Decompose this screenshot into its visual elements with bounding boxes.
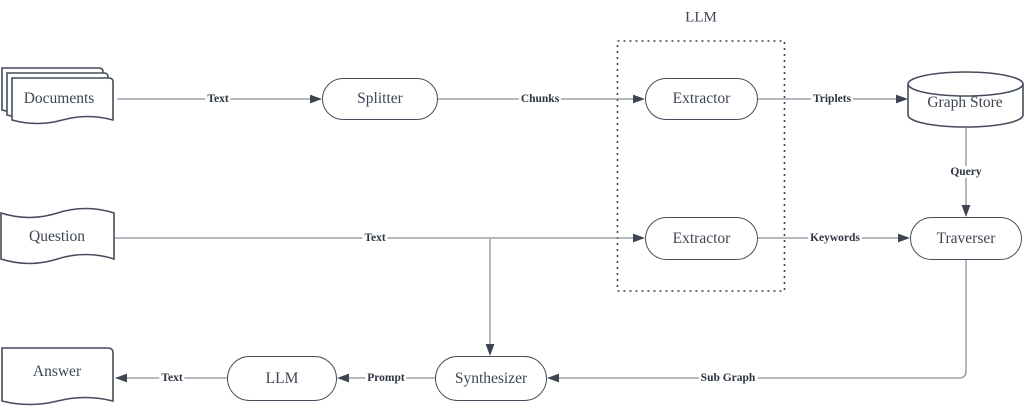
node-splitter-label: Splitter (357, 90, 403, 107)
edge-label-chunks: Chunks (518, 93, 562, 105)
edge-label-triplets: Triplets (810, 93, 854, 105)
node-answer-shape[interactable] (1, 347, 114, 406)
edge-label-text-top: Text (205, 93, 231, 105)
arrowhead-into-synthesizer-right (547, 373, 559, 383)
arrowhead-into-splitter (310, 94, 322, 104)
arrowhead-into-synthesizer-top (485, 344, 495, 356)
arrowhead-into-llm (337, 373, 349, 383)
node-synthesizer[interactable]: Synthesizer (435, 356, 547, 401)
node-synthesizer-label: Synthesizer (454, 369, 528, 387)
arrowhead-into-answer (115, 373, 127, 383)
node-answer-label: Answer (32, 363, 82, 380)
node-extractor-bottom[interactable]: Extractor (645, 217, 758, 260)
node-question-label: Question (29, 228, 85, 245)
llm-group-title: LLM (685, 9, 717, 26)
arrowhead-into-traverser-top (961, 205, 971, 217)
edge-label-prompt: Prompt (365, 372, 407, 384)
edge-label-query: Query (948, 166, 984, 178)
arrowhead-into-graphstore (896, 94, 908, 104)
arrowhead-into-extractor-top (633, 94, 645, 104)
node-graphstore-label: Graph Store (927, 94, 1003, 111)
arrowhead-into-extractor-bottom (633, 233, 645, 243)
node-graphstore-shape[interactable] (907, 71, 1024, 128)
edge-label-text-bottom: Text (159, 372, 185, 384)
node-llm-label: LLM (265, 369, 299, 387)
node-extractor-bottom-label: Extractor (672, 229, 731, 247)
arrowhead-into-traverser-left (898, 233, 910, 243)
node-documents-label: Documents (23, 90, 95, 107)
node-question-shape[interactable] (0, 207, 115, 265)
edge-label-subgraph: Sub Graph (698, 372, 758, 384)
edge-label-keywords: Keywords (808, 232, 862, 244)
node-extractor-top[interactable]: Extractor (645, 78, 758, 120)
node-splitter[interactable]: Splitter (322, 78, 438, 120)
edge-label-text-mid: Text (362, 232, 388, 244)
arrowheads (115, 94, 971, 383)
edge-traverser-synthesizer (558, 260, 967, 379)
node-traverser-label: Traverser (936, 229, 996, 247)
node-documents-shape[interactable] (1, 67, 114, 125)
llm-group-box[interactable] (616, 40, 786, 292)
node-llm[interactable]: LLM (227, 356, 337, 401)
node-extractor-top-label: Extractor (672, 90, 731, 107)
node-traverser[interactable]: Traverser (910, 217, 1022, 260)
